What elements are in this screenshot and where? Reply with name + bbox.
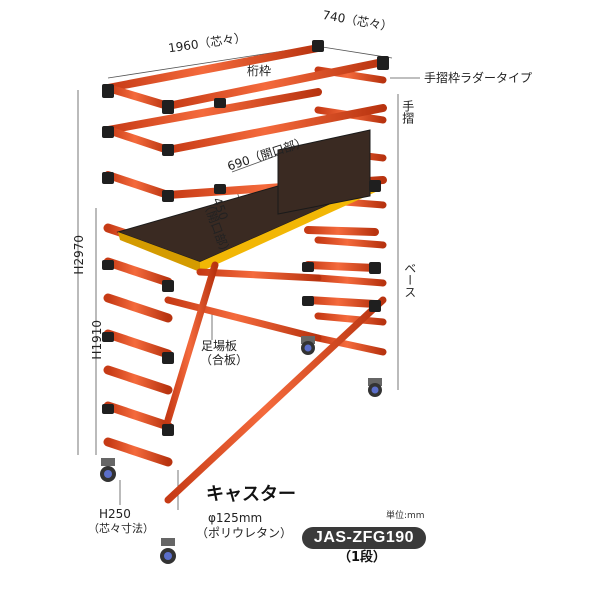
bottom-height-label-2: （芯々寸法）	[88, 522, 154, 535]
caster-spec-2: （ポリウレタン）	[196, 526, 293, 540]
height-deck-label: H1910	[90, 320, 104, 360]
handrail-label: 手摺	[400, 100, 415, 124]
unit-note: 単位:mm	[386, 511, 425, 521]
bottom-height-label-1: H250	[99, 507, 131, 521]
guardrail-type-label: 手摺枠ラダータイプ	[424, 71, 533, 85]
platform-label-2: （合板）	[200, 353, 249, 367]
caster-front-right	[160, 538, 176, 564]
model-badge: JAS-ZFG190	[302, 527, 426, 549]
dimension-lines	[77, 45, 420, 510]
height-total-label: H2970	[72, 235, 86, 275]
braces	[164, 258, 387, 504]
right-posts	[304, 186, 379, 384]
base-label: ベース	[402, 262, 417, 298]
caster-front-left	[100, 458, 116, 482]
casters	[100, 336, 382, 564]
top-frame-label: 桁枠	[247, 64, 272, 78]
caster-back-left	[301, 336, 315, 355]
joints	[102, 40, 389, 436]
front-frame	[103, 79, 173, 545]
caster-back-right	[368, 378, 382, 397]
caster-title: キャスター	[206, 484, 296, 505]
model-tier: （1段）	[338, 550, 387, 565]
platform-label-1: 足場板	[201, 339, 238, 353]
caster-spec-1: φ125mm	[208, 511, 263, 525]
